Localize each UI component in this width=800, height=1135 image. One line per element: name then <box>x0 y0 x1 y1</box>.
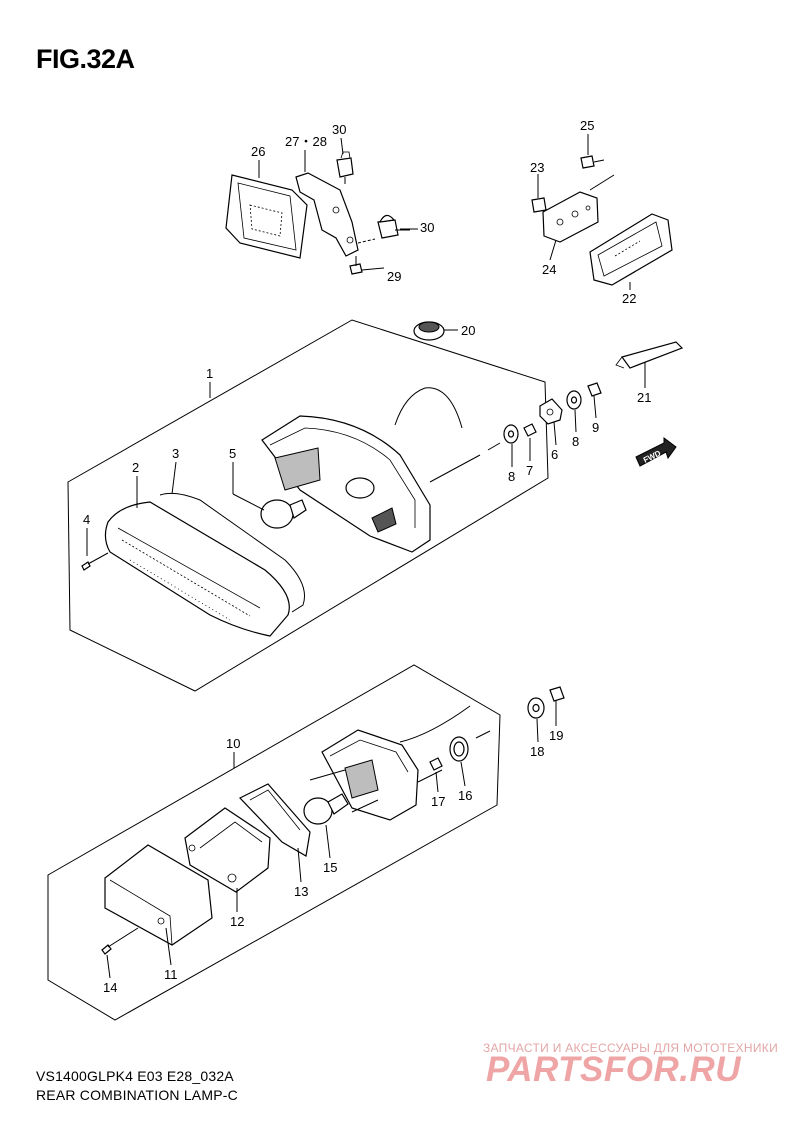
washer-8-left <box>503 424 519 444</box>
lens-2 <box>104 501 290 637</box>
callout-6: 6 <box>551 447 558 462</box>
fwd-label: FWD <box>642 449 663 465</box>
washer-8-right <box>566 390 582 410</box>
bulb-5 <box>260 499 307 529</box>
callout-22: 22 <box>622 291 636 306</box>
reflector-22 <box>589 213 673 286</box>
callout-23: 23 <box>530 160 544 175</box>
callout-19: 19 <box>549 728 563 743</box>
callout-9: 9 <box>592 420 599 435</box>
socket-housing <box>309 729 419 821</box>
callout-1: 1 <box>206 366 213 381</box>
callout-2: 2 <box>132 460 139 475</box>
callout-16: 16 <box>458 788 472 803</box>
gasket-13 <box>239 783 311 857</box>
screw-14 <box>101 927 139 955</box>
callout-17: 17 <box>431 794 445 809</box>
callout-27-28: 27・28 <box>285 134 327 149</box>
watermark-tagline: ЗАПЧАСТИ И АКСЕССУАРЫ ДЛЯ МОТОТЕХНИКИ <box>482 1041 778 1055</box>
callout-8-left: 8 <box>508 469 515 484</box>
damper-6 <box>539 398 563 425</box>
lens-11 <box>104 844 213 946</box>
callout-12: 12 <box>230 914 244 929</box>
callout-8-right: 8 <box>572 434 579 449</box>
callout-7: 7 <box>526 463 533 478</box>
figure-title: FIG.32A <box>36 44 135 74</box>
callout-30-lower: 30 <box>420 220 434 235</box>
nut-19 <box>549 686 565 702</box>
grommet-20 <box>413 321 445 341</box>
callout-15: 15 <box>323 860 337 875</box>
nut-9 <box>587 382 602 397</box>
callout-20: 20 <box>461 323 475 338</box>
callout-14: 14 <box>103 980 117 995</box>
bracket-12 <box>184 807 271 893</box>
reflector-26 <box>225 174 308 259</box>
assembly-1-outline <box>67 319 549 692</box>
bolt-25 <box>580 155 605 169</box>
nut-30-upper <box>336 151 354 178</box>
callout-13: 13 <box>294 884 308 899</box>
callout-4: 4 <box>83 512 90 527</box>
callout-26: 26 <box>251 144 265 159</box>
fwd-direction-arrow: FWD <box>635 437 677 467</box>
cap-nut-30 <box>377 214 399 239</box>
grommet-16 <box>449 736 469 762</box>
bracket-27-28 <box>295 172 359 257</box>
watermark-logo: PARTSFOR.RU <box>486 1050 742 1089</box>
lamp-housing <box>261 415 431 553</box>
callout-11: 11 <box>164 967 178 982</box>
callout-3: 3 <box>172 446 179 461</box>
nut-23 <box>531 197 547 213</box>
section-name-caption: REAR COMBINATION LAMP-C <box>36 1087 238 1103</box>
bulb-15 <box>303 793 349 825</box>
bolt-29 <box>349 256 363 275</box>
collar-17 <box>429 757 443 771</box>
collar-7 <box>523 423 537 437</box>
callout-25: 25 <box>580 118 594 133</box>
leader-lines <box>86 134 646 979</box>
bracket-21 <box>615 341 684 369</box>
socket-wire <box>399 705 471 743</box>
washer-18 <box>527 697 545 719</box>
callout-5: 5 <box>229 446 236 461</box>
callout-labels: 26 27・28 30 30 29 25 23 24 22 20 21 1 2 … <box>83 118 651 995</box>
lamp-wire <box>394 387 463 429</box>
callout-29: 29 <box>387 269 401 284</box>
callout-10: 10 <box>226 736 240 751</box>
bracket-24 <box>542 191 599 243</box>
callout-30-upper: 30 <box>332 122 346 137</box>
model-code-caption: VS1400GLPK4 E03 E28_032A <box>36 1068 234 1084</box>
callout-24: 24 <box>542 262 556 277</box>
callout-21: 21 <box>637 390 651 405</box>
screw-4 <box>81 552 109 571</box>
callout-18: 18 <box>530 744 544 759</box>
gasket-3 <box>159 492 305 613</box>
assembly-10-outline <box>47 664 501 1021</box>
